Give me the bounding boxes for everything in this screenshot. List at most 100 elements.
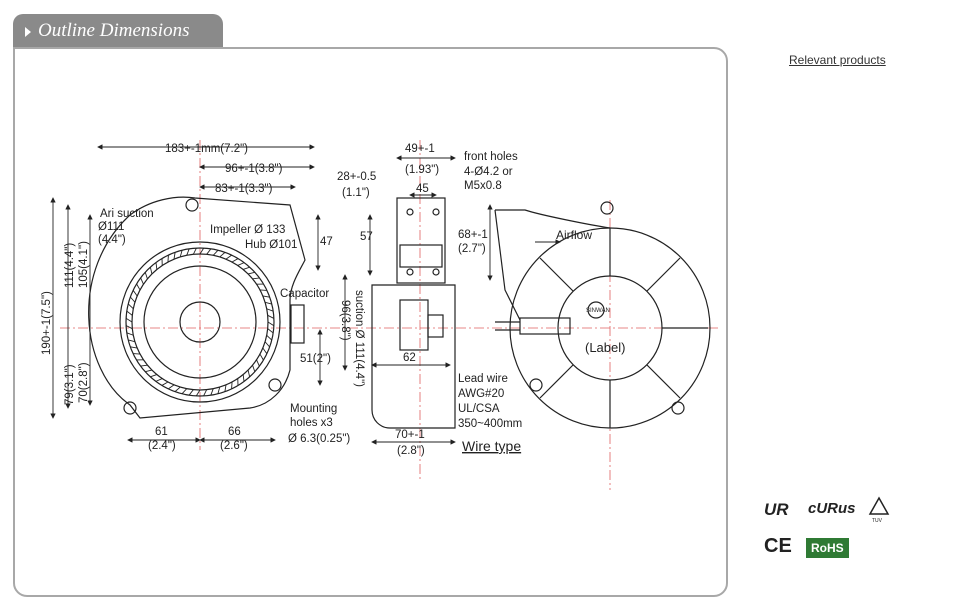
- dim-190: 190+-1(7.5"): [41, 291, 53, 355]
- dim-width-total: 183+-1mm(7.2"): [165, 143, 248, 155]
- dim-70-vertical: 70(2.8"): [78, 362, 90, 403]
- impeller-blade: [192, 247, 197, 255]
- dim-57: 57: [360, 231, 373, 243]
- front-holes-spec: 4-Ø4.2 or: [464, 166, 513, 178]
- impeller-blade: [262, 347, 268, 354]
- dimension-labels: 183+-1mm(7.2") 96+-1(3.8") 83+-1(3.3") A…: [41, 143, 625, 457]
- impeller-blade: [212, 249, 219, 256]
- air-suction-label: Ari suction: [100, 208, 154, 220]
- dim-28-inch: (1.1"): [342, 187, 370, 199]
- impeller-label: Impeller Ø 133: [210, 224, 285, 236]
- impeller-blade: [267, 328, 274, 334]
- impeller-blade: [247, 271, 255, 275]
- impeller-blade: [125, 317, 133, 323]
- impeller-blade: [155, 262, 158, 270]
- impeller-blade: [224, 384, 227, 392]
- impeller-blade: [145, 369, 153, 373]
- dim-66: 66: [228, 426, 241, 438]
- dim-49: 49+-1: [405, 143, 435, 155]
- dim-61-inch: (2.4"): [148, 440, 176, 452]
- impeller-blade: [168, 384, 175, 390]
- impeller-blade: [267, 321, 275, 327]
- label-placeholder: (Label): [585, 340, 625, 355]
- impeller-blade: [247, 369, 251, 377]
- wire-type-label: Wire type: [462, 438, 521, 454]
- impeller-blade: [237, 262, 245, 266]
- impeller-blade: [179, 250, 183, 258]
- section-tab: [13, 14, 223, 48]
- relevant-products-link[interactable]: Relevant products: [789, 53, 886, 67]
- impeller-blade: [128, 339, 136, 343]
- dim-68-inch: (2.7"): [458, 243, 486, 255]
- mounting-label: Mounting: [290, 403, 337, 415]
- impeller-blade: [140, 277, 144, 285]
- length-label: 350~400mm: [458, 418, 522, 430]
- impeller-blade: [140, 364, 148, 367]
- tuv-mark-icon: [868, 496, 890, 524]
- dimension-lines: [50, 144, 561, 445]
- impeller-blade: [199, 247, 205, 255]
- impeller-blade: [217, 386, 221, 394]
- capacitor-label: Capacitor: [280, 288, 329, 300]
- airflow-label: Airflow: [556, 228, 592, 242]
- impeller-blade: [264, 301, 272, 305]
- impeller-blade: [126, 332, 134, 336]
- suction-vertical: suction Ø 111(4.4"): [353, 290, 365, 387]
- dim-111-vertical: 111(4.4"): [64, 243, 76, 288]
- impeller-blade: [155, 378, 163, 382]
- impeller-blade: [188, 389, 194, 396]
- impeller-blade: [267, 314, 275, 319]
- dim-70: 70+-1: [395, 429, 425, 441]
- impeller-blade: [266, 308, 274, 312]
- impeller-blade: [161, 381, 169, 386]
- dim-51: 51(2"): [300, 353, 331, 365]
- impeller-blade: [252, 277, 260, 280]
- dim-79: 79(3.1"): [64, 364, 76, 405]
- cul-mark-icon: cURus: [808, 500, 856, 517]
- impeller-blades: [125, 247, 275, 397]
- front-holes-thread: M5x0.8: [464, 180, 502, 192]
- impeller-blade: [262, 295, 270, 298]
- dim-96-vertical: 96(3.8"): [339, 300, 351, 341]
- impeller-blade: [225, 254, 232, 260]
- hole-diameter-label: Ø 6.3(0.25"): [288, 433, 350, 445]
- dim-62: 62: [403, 352, 416, 364]
- impeller-blade: [174, 386, 181, 392]
- rohs-badge: RoHS: [806, 538, 849, 558]
- section-title: Outline Dimensions: [38, 20, 190, 41]
- impeller-blade: [173, 252, 176, 260]
- ul-mark-icon: UR: [764, 500, 789, 519]
- dim-47: 47: [320, 236, 333, 248]
- impeller-blade: [149, 267, 153, 275]
- impeller-blade: [264, 341, 270, 348]
- front-holes-label: front holes: [464, 151, 518, 163]
- impeller-blade: [206, 248, 212, 255]
- impeller-blade: [132, 290, 138, 297]
- impeller-blade: [203, 389, 208, 397]
- dim-66-inch: (2.6"): [220, 440, 248, 452]
- impeller-blade: [181, 388, 188, 395]
- impeller-blade: [256, 359, 260, 367]
- impeller-blade: [231, 258, 239, 263]
- fan-wire-type-view: [494, 201, 711, 429]
- air-suction-diameter: Ø111: [98, 221, 124, 233]
- awg-label: AWG#20: [458, 388, 504, 400]
- dim-61: 61: [155, 426, 168, 438]
- impeller-blade: [150, 374, 158, 378]
- lead-wire-label: Lead wire: [458, 373, 508, 385]
- dim-70-inch: (2.8"): [397, 445, 425, 457]
- impeller-blade: [252, 364, 256, 372]
- impeller-blade: [266, 334, 273, 341]
- dim-68: 68+-1: [458, 229, 488, 241]
- dim-83: 83+-1(3.3"): [215, 183, 273, 195]
- air-suction-inch: (4.4"): [98, 234, 126, 246]
- impeller-blade: [127, 303, 134, 310]
- impeller-blade: [126, 310, 133, 316]
- impeller-blade: [130, 346, 138, 349]
- ce-mark-icon: CE: [764, 535, 792, 557]
- impeller-blade: [130, 296, 136, 303]
- tuv-text: TUV: [872, 518, 882, 524]
- impeller-blade: [144, 272, 148, 280]
- dim-105: 105(4.1"): [78, 241, 90, 288]
- fan-side-view: [371, 197, 456, 429]
